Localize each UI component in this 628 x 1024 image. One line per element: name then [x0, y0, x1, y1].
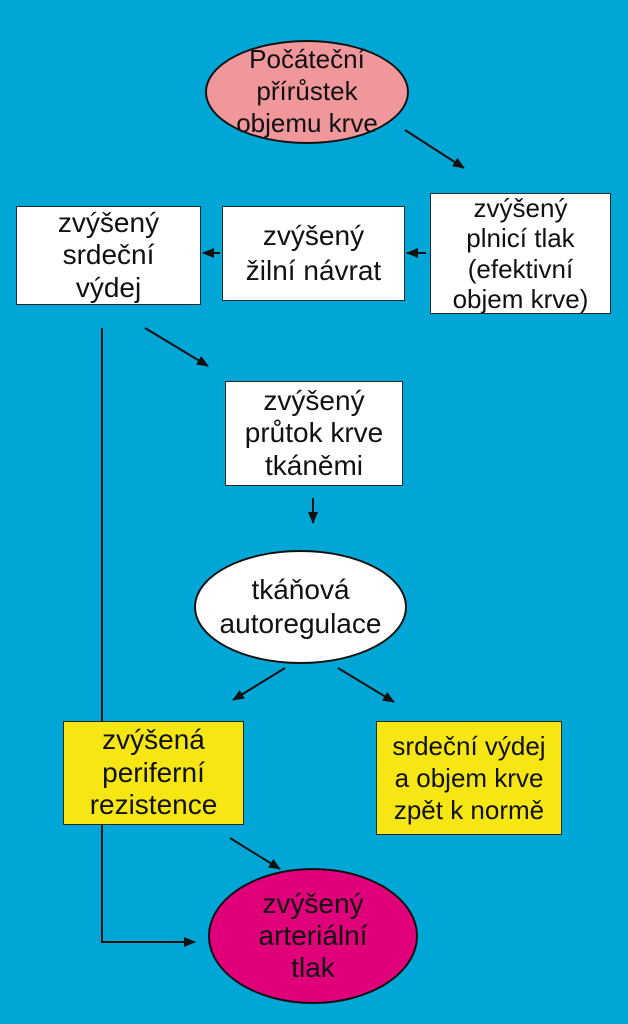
arterial-pressure-label: zvýšený arteriální tlak [258, 887, 368, 984]
autoregulation-label: tkáňová autoregulace [219, 573, 382, 639]
filling-pressure-label: zvýšený plnicí tlak (efektivní objem krv… [452, 192, 589, 314]
filling-pressure-box: zvýšený plnicí tlak (efektivní objem krv… [430, 193, 611, 314]
arterial-pressure-node: zvýšený arteriální tlak [208, 868, 418, 1004]
cardiac-output-box: zvýšený srdeční výdej [16, 206, 201, 305]
arrow-start-to-filling-pressure [404, 129, 465, 169]
peripheral-resistance-label: zvýšená periferní rezistence [89, 723, 218, 821]
tissue-flow-label: zvýšený průtok krve tkáněmi [244, 385, 384, 481]
arrow-cardiac-output-to-tissue-flow [144, 327, 209, 367]
back-to-normal-box: srdeční výdej a objem krve zpět k normě [376, 721, 562, 835]
venous-return-label: zvýšený žilní návrat [245, 220, 382, 286]
start-node: Počáteční přírůstek objemu krve [205, 40, 409, 144]
arrow-peripheral-resistance-to-arterial-pressure [229, 837, 281, 870]
back-to-normal-label: srdeční výdej a objem krve zpět k normě [392, 730, 546, 826]
start-node-label: Počáteční přírůstek objemu krve [236, 44, 378, 138]
arrow-autoregulation-to-peripheral-resistance [232, 667, 286, 701]
venous-return-box: zvýšený žilní návrat [222, 206, 405, 301]
peripheral-resistance-box: zvýšená periferní rezistence [63, 721, 244, 825]
tissue-flow-box: zvýšený průtok krve tkáněmi [225, 381, 403, 486]
cardiac-output-label: zvýšený srdeční výdej [57, 207, 160, 303]
autoregulation-node: tkáňová autoregulace [194, 550, 407, 664]
arrow-autoregulation-to-back-to-normal [337, 667, 395, 703]
arrow-cardiac-output-to-arterial-pressure [101, 328, 196, 947]
